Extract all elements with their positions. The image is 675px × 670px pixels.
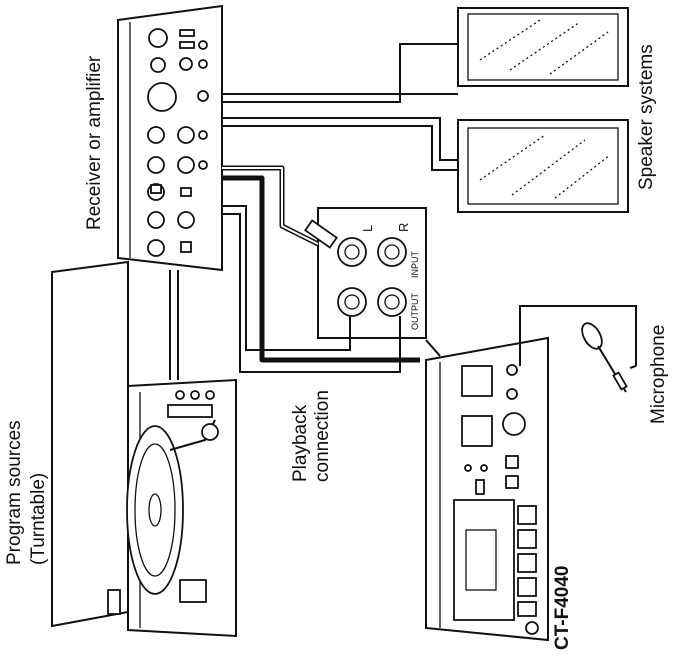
jack-label-output: OUTPUT <box>410 293 420 331</box>
jack-label-l: L <box>360 225 375 232</box>
microphone <box>519 305 637 393</box>
label-receiver: Receiver or amplifier <box>84 55 105 230</box>
label-program-line1: Program sources <box>4 420 25 565</box>
receiver-amplifier <box>117 4 223 272</box>
speaker-cables <box>222 43 458 171</box>
turntable-cable <box>169 270 179 380</box>
playback-cables <box>222 165 441 373</box>
cassette-deck <box>425 336 549 642</box>
label-playback-line2: connection <box>312 390 333 482</box>
jack-label-r: R <box>396 223 411 232</box>
speaker-top <box>457 7 629 87</box>
label-microphone: Microphone <box>648 325 669 424</box>
jack-label-input: INPUT <box>410 250 420 278</box>
label-playback-line1: Playback <box>290 404 311 482</box>
label-model: CT-F4040 <box>552 566 573 650</box>
label-program-line2: (Turntable) <box>28 473 49 565</box>
speaker-bottom <box>457 119 629 213</box>
turntable <box>51 260 237 638</box>
jack-panel <box>304 207 427 339</box>
label-speakers: Speaker systems <box>636 44 657 190</box>
